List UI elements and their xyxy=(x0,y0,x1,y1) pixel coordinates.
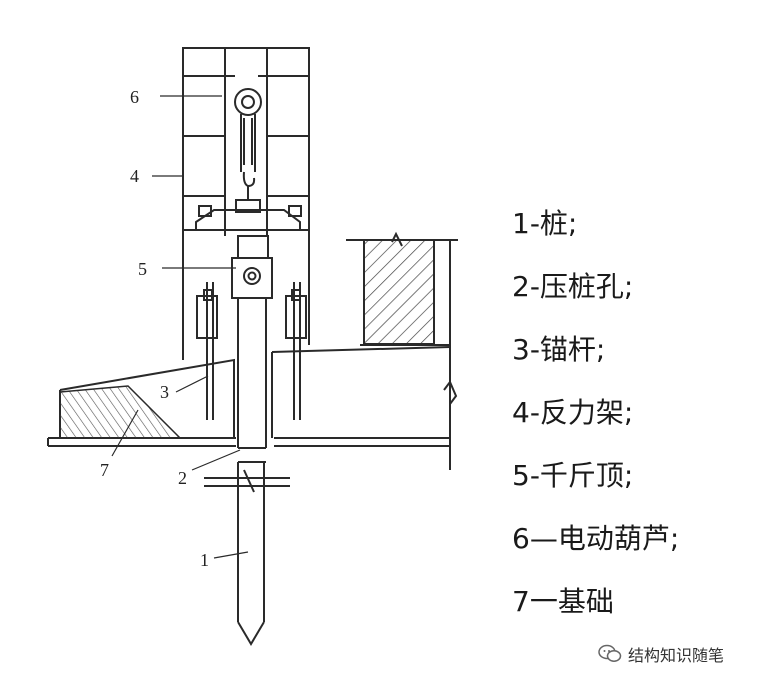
reaction-frame xyxy=(182,47,310,360)
legend-item-electric-hoist: 6—电动葫芦; xyxy=(512,522,680,555)
legend-item-anchor-rod: 3-锚杆; xyxy=(512,333,606,366)
foundation-hatch xyxy=(59,385,182,439)
legend-item-pile: 1-桩; xyxy=(512,207,578,240)
jack xyxy=(231,235,273,299)
callout-2: 2 xyxy=(178,468,187,488)
callout-1: 1 xyxy=(200,550,209,570)
callout-4: 4 xyxy=(130,166,139,186)
electric-hoist xyxy=(234,88,262,200)
callout-7: 7 xyxy=(100,460,109,480)
cross-beam xyxy=(195,199,302,231)
legend-item-jack: 5-千斤顶; xyxy=(512,459,634,492)
legend-item-foundation: 7一基础 xyxy=(512,585,614,618)
legend-item-reaction-frame: 4-反力架; xyxy=(512,396,634,429)
watermark: 结构知识随笔 xyxy=(598,642,724,666)
callout-5: 5 xyxy=(138,259,147,279)
legend-item-press-hole: 2-压桩孔; xyxy=(512,270,634,303)
pile xyxy=(204,298,290,646)
legend: 1-桩; 2-压桩孔; 3-锚杆; 4-反力架; 5-千斤顶; 6—电动葫芦; … xyxy=(512,202,679,643)
wall xyxy=(346,231,458,470)
watermark-text: 结构知识随笔 xyxy=(628,646,725,665)
callout-3: 3 xyxy=(160,382,169,402)
callout-6: 6 xyxy=(130,87,139,107)
wechat-icon xyxy=(598,644,622,662)
